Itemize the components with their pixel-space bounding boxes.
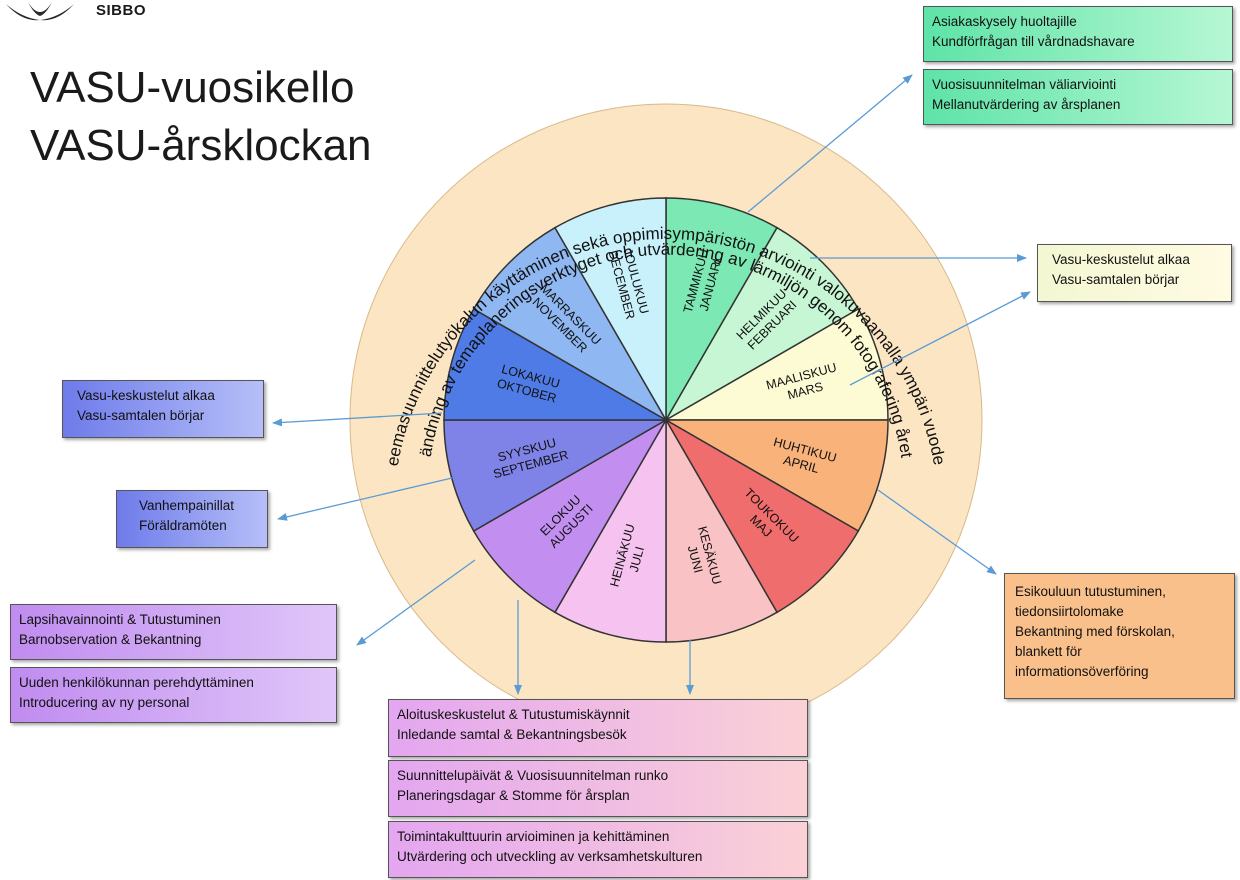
box-operating-culture: Toimintakulttuurin arvioiminen ja kehitt… — [388, 821, 808, 878]
arrow-april — [877, 489, 997, 575]
month-sector-maj — [663, 417, 860, 614]
box-parent-evenings: Vanhempainillat Föräldramöten — [116, 490, 268, 548]
box-customer-survey-sv: Kundförfrågan till vårdnadshavare — [932, 34, 1135, 49]
box-planning-days-sv: Planeringsdagar & Stomme för årsplan — [397, 788, 630, 803]
month-sector-augusti — [472, 417, 669, 614]
box-customer-survey-fi: Asiakaskysely huoltajille — [932, 14, 1077, 29]
arrow-september — [277, 477, 453, 521]
box-vasu-talks-february-sv: Vasu-samtalen börjar — [1052, 272, 1180, 287]
box-vasu-talks-october-fi: Vasu-keskustelut alkaa — [77, 388, 215, 403]
logo-text: SIBBO — [96, 2, 147, 19]
box-new-staff-sv: Introducering av ny personal — [19, 695, 190, 710]
page-title-fi: VASU-vuosikello — [30, 63, 355, 112]
month-label-sv: JULI — [627, 545, 647, 573]
box-midterm-evaluation-sv: Mellanutvärdering av årsplanen — [932, 97, 1121, 112]
box-preschool-line3: Bekantning med förskolan, — [1015, 624, 1175, 639]
box-intro-talks-sv: Inledande samtal & Bekantningsbesök — [397, 727, 627, 742]
box-new-staff-fi: Uuden henkilökunnan perehdyttäminen — [19, 675, 254, 690]
box-vasu-talks-february-fi: Vasu-keskustelut alkaa — [1052, 252, 1190, 267]
box-planning-days: Suunnittelupäivät & Vuosisuunnitelman ru… — [388, 760, 808, 817]
month-sector-oktober — [443, 307, 669, 421]
box-vasu-talks-october: Vasu-keskustelut alkaa Vasu-samtalen bör… — [62, 380, 264, 438]
month-sector-december — [553, 197, 667, 423]
month-sector-november — [472, 226, 669, 423]
box-preschool-introduction: Esikouluun tutustuminen, tiedonsiirtolom… — [1004, 573, 1235, 699]
box-intro-talks: Aloituskeskustelut & Tutustumiskäynnit I… — [388, 699, 808, 757]
box-preschool-line2: tiedonsiirtolomake — [1015, 604, 1124, 619]
leaf-logo-icon — [6, 2, 74, 21]
arrow-october — [272, 412, 443, 427]
box-child-observation-fi: Lapsihavainnointi & Tutustuminen — [19, 612, 221, 627]
logo: SIBBO — [0, 0, 220, 30]
box-vasu-talks-february: Vasu-keskustelut alkaa Vasu-samtalen bör… — [1037, 244, 1232, 302]
box-operating-culture-sv: Utvärdering och utveckling av verksamhet… — [397, 849, 703, 864]
page-title-sv: VASU-årsklockan — [30, 121, 372, 170]
box-child-observation: Lapsihavainnointi & Tutustuminen Barnobs… — [10, 604, 337, 660]
box-vasu-talks-october-sv: Vasu-samtalen börjar — [77, 408, 205, 423]
box-intro-talks-fi: Aloituskeskustelut & Tutustumiskäynnit — [397, 707, 630, 722]
box-child-observation-sv: Barnobservation & Bekantning — [19, 632, 202, 647]
arrow-august-left — [356, 559, 476, 646]
month-sector-juli — [553, 417, 667, 643]
connector-arrows — [272, 74, 1031, 695]
box-parent-evenings-fi: Vanhempainillat — [139, 498, 235, 513]
box-preschool-line5: informationsöverföring — [1015, 664, 1149, 679]
month-label-sv: JUNI — [685, 544, 706, 574]
box-operating-culture-fi: Toimintakulttuurin arvioiminen ja kehitt… — [397, 829, 670, 844]
box-midterm-evaluation-fi: Vuosisuunnitelman väliarviointi — [932, 77, 1117, 92]
box-preschool-line1: Esikouluun tutustuminen, — [1015, 584, 1166, 599]
arrow-march — [849, 291, 1031, 386]
box-new-staff: Uuden henkilökunnan perehdyttäminen Intr… — [10, 667, 337, 723]
box-midterm-evaluation: Vuosisuunnitelman väliarviointi Mellanut… — [923, 69, 1233, 125]
month-sector-januari — [665, 197, 779, 423]
box-preschool-line4: blankett för — [1015, 644, 1082, 659]
box-planning-days-fi: Suunnittelupäivät & Vuosisuunnitelman ru… — [397, 768, 669, 783]
month-sector-mars — [663, 307, 889, 421]
month-sectors — [443, 197, 889, 643]
box-customer-survey: Asiakaskysely huoltajille Kundförfrågan … — [923, 6, 1233, 62]
month-sector-juni — [665, 417, 779, 643]
month-sector-februari — [663, 226, 860, 423]
box-parent-evenings-sv: Föräldramöten — [139, 518, 227, 533]
arrow-january — [747, 74, 913, 213]
month-sector-april — [663, 419, 889, 533]
